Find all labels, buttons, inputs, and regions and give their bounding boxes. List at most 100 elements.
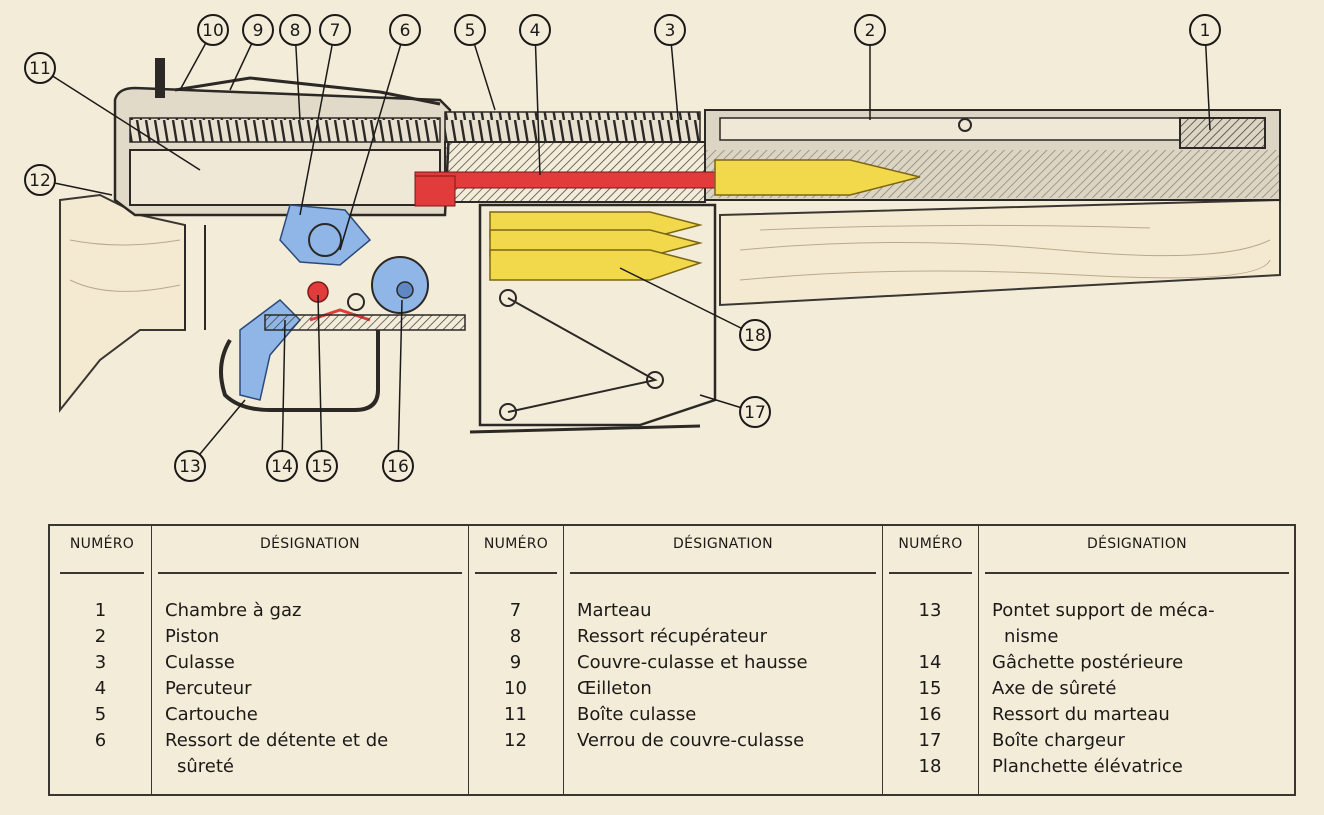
callout-18: 18 (619, 267, 771, 351)
callout-circle (242, 14, 274, 46)
receiver-cover (174, 76, 441, 106)
magazine-cartridges (489, 211, 703, 281)
callout-number: 14 (271, 457, 293, 477)
part-number: 16 (918, 704, 942, 725)
column-header-number: NUMÉRO (69, 536, 135, 552)
callout-1: 1 (1189, 14, 1221, 131)
part-number: 11 (504, 704, 527, 725)
hammer-pivot (308, 223, 342, 257)
part-designation: Percuteur (165, 678, 252, 699)
part-designation: Axe de sûreté (992, 678, 1117, 699)
callout-circle (454, 14, 486, 46)
part-number: 10 (504, 678, 527, 699)
column-header-designation: DÉSIGNATION (673, 536, 773, 552)
part-designation-continued: nisme (1004, 626, 1059, 647)
callout-circle (519, 14, 551, 46)
callout-leader-line (669, 29, 681, 141)
callout-number: 6 (400, 21, 411, 41)
table-divider (468, 526, 469, 794)
firing-pin (414, 171, 716, 189)
barrel-pin (958, 118, 972, 132)
callout-circle (197, 14, 229, 46)
callout-9: 9 (229, 14, 274, 91)
callout-circle (739, 396, 771, 428)
part-designation: Couvre-culasse et hausse (577, 652, 808, 673)
callout-3: 3 (654, 14, 686, 141)
table-divider (978, 526, 979, 794)
part-designation: Œilleton (577, 678, 652, 699)
column-header-designation: DÉSIGNATION (1087, 536, 1187, 552)
column-header-number: NUMÉRO (898, 536, 963, 552)
callout-number: 17 (744, 403, 766, 423)
callout-number: 1 (1200, 21, 1211, 41)
part-designation: Ressort du marteau (992, 704, 1170, 725)
recoil-spring (129, 117, 441, 143)
callout-12: 12 (24, 164, 113, 196)
part-designation: Verrou de couvre-culasse (577, 730, 805, 751)
callout-6: 6 (339, 14, 421, 251)
part-designation: Gâchette postérieure (992, 652, 1184, 673)
callout-circle (382, 450, 414, 482)
callout-number: 5 (465, 21, 476, 41)
part-number: 18 (918, 756, 942, 777)
callout-number: 18 (744, 326, 766, 346)
callout-leader-line (339, 29, 406, 251)
chambered-cartridge (714, 159, 921, 196)
callout-leader-line (281, 319, 286, 467)
part-designation: Pontet support de méca- (992, 600, 1215, 621)
callout-16: 16 (382, 299, 414, 482)
callout-circle (306, 450, 338, 482)
callout-10: 10 (179, 14, 229, 91)
part-number: 1 (94, 600, 107, 621)
part-designation-continued: sûreté (177, 756, 234, 777)
callout-circle (389, 14, 421, 46)
column-header-designation: DÉSIGNATION (260, 536, 360, 552)
callout-11: 11 (24, 52, 201, 171)
firing-pin-head (414, 175, 456, 207)
callout-circle (266, 450, 298, 482)
part-designation: Marteau (577, 600, 652, 621)
part-designation: Boîte chargeur (992, 730, 1125, 751)
callout-7: 7 (299, 14, 351, 216)
callout-circle (279, 14, 311, 46)
callout-number: 8 (290, 21, 301, 41)
trigger-housing (264, 314, 466, 331)
part-number: 6 (94, 730, 107, 751)
callout-leader-line (397, 299, 403, 467)
part-designation: Piston (165, 626, 220, 647)
column-header-number: NUMÉRO (483, 536, 549, 552)
part-number: 7 (509, 600, 522, 621)
rear-stock (59, 193, 186, 413)
callout-leader-line (39, 67, 201, 171)
callout-circle (24, 164, 56, 196)
part-number: 12 (504, 730, 527, 751)
callout-leader-line (1204, 29, 1211, 131)
gas-tube (719, 117, 1181, 141)
callout-number: 4 (530, 21, 541, 41)
fore-stock (719, 198, 1281, 307)
part-number: 13 (918, 600, 942, 621)
callout-4: 4 (519, 14, 551, 176)
callout-number: 7 (330, 21, 341, 41)
magazine-box (478, 203, 717, 427)
callout-5: 5 (454, 14, 496, 111)
part-number: 17 (918, 730, 942, 751)
bolt-spring (444, 111, 701, 143)
callout-number: 3 (665, 21, 676, 41)
callout-number: 11 (29, 59, 51, 79)
table-divider (563, 526, 564, 794)
part-number: 8 (509, 626, 522, 647)
callout-number: 15 (311, 457, 333, 477)
part-designation: Culasse (165, 652, 235, 673)
callout-number: 13 (179, 457, 201, 477)
callout-17: 17 (699, 394, 771, 428)
gas-chamber (1179, 117, 1266, 149)
part-designation: Chambre à gaz (165, 600, 302, 621)
table-divider (882, 526, 883, 794)
part-number: 14 (918, 652, 942, 673)
callout-leader-line (317, 294, 323, 467)
rear-sight-post (155, 58, 165, 98)
part-number: 3 (94, 652, 107, 673)
part-number: 2 (94, 626, 107, 647)
